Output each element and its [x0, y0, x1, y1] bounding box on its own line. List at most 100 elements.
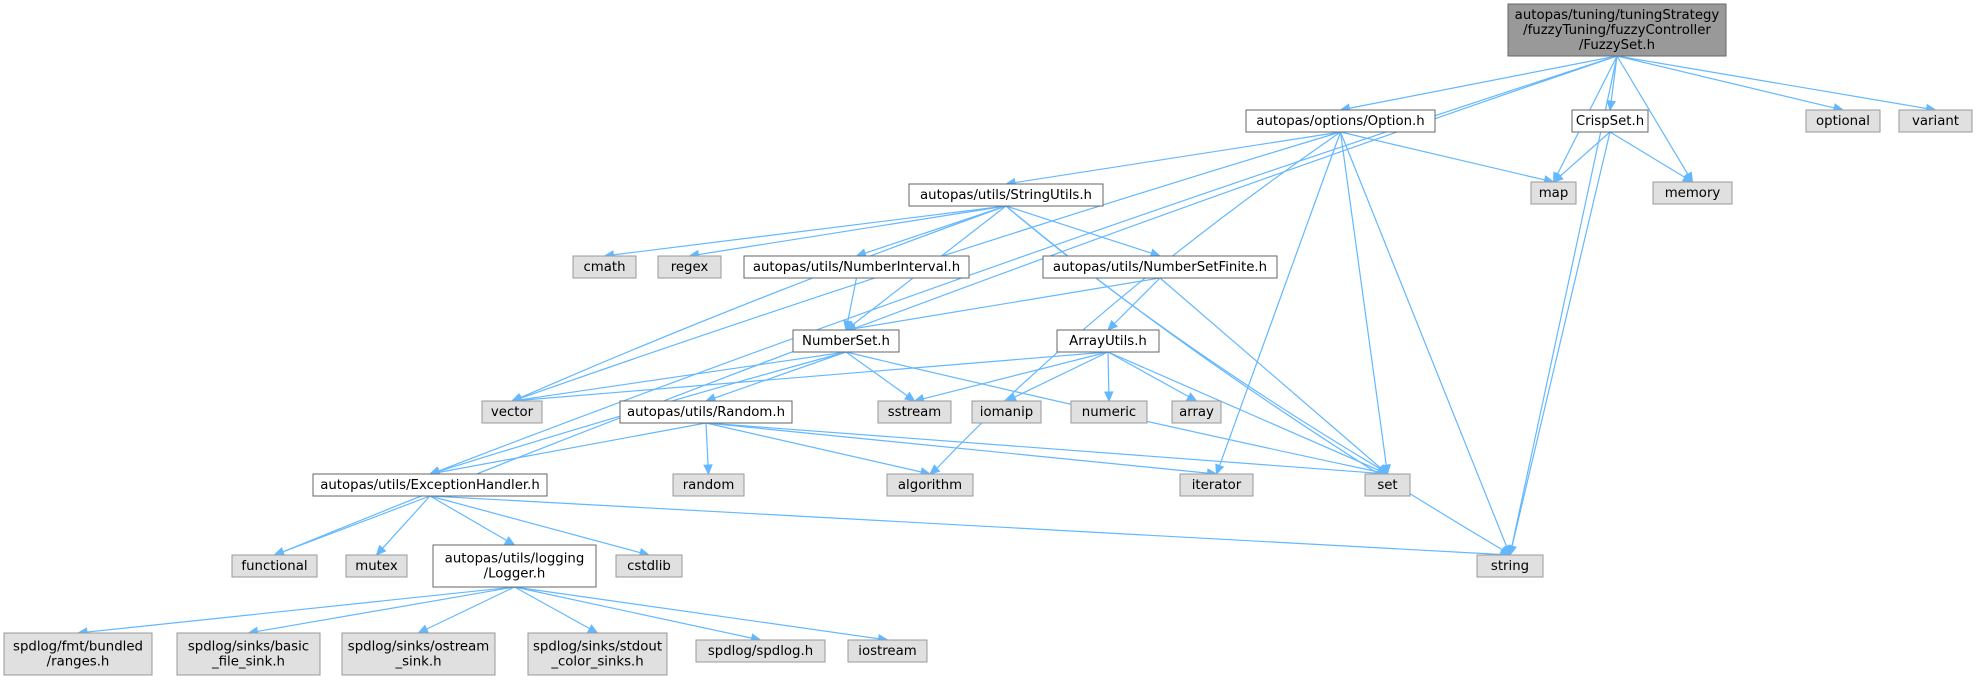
edge-arrow-option-to-iterator [1215, 463, 1225, 476]
edge-line-logger-to-ostreamsink [426, 586, 515, 630]
node-vector: vector [481, 400, 543, 424]
node-crisp[interactable]: CrispSet.h [1571, 109, 1649, 133]
node-label-regex-0: regex [671, 260, 709, 275]
node-box-crisp [1571, 109, 1649, 133]
node-root[interactable]: autopas/tuning/tuningStrategy/fuzzyTunin… [1507, 3, 1727, 57]
node-box-root [1507, 3, 1727, 57]
node-box-iomanip [971, 400, 1042, 424]
node-box-ostreamsink [341, 632, 496, 676]
edge-line-numinterval-to-numberset [847, 277, 858, 322]
edge-arrow-exception-to-logger [503, 536, 516, 546]
node-label-iomanip-0: iomanip [980, 405, 1034, 420]
node-box-logger [432, 544, 597, 588]
edge-arrow-exception-to-functional [273, 547, 286, 557]
node-label-basicfile-0: spdlog/sinks/basic [188, 640, 309, 655]
node-box-option [1245, 109, 1436, 133]
node-map: map [1530, 181, 1577, 205]
edge-line-exception-to-cstdlib [429, 495, 641, 554]
node-mutex: mutex [345, 554, 408, 578]
node-random_h[interactable]: autopas/utils/Random.h [619, 400, 793, 424]
node-label-ostreamsink-1: _sink.h [394, 655, 441, 670]
node-box-iostream [847, 639, 928, 663]
node-label-functional-0: functional [241, 559, 307, 574]
node-optional: optional [1805, 109, 1881, 133]
node-box-fmtranges [3, 632, 153, 676]
edge-arrayutils-to-array [1107, 351, 1198, 402]
node-box-sstream [877, 400, 952, 424]
edge-line-stringutils-to-regex [698, 205, 1007, 256]
edge-arrow-crisp-to-memory [1681, 172, 1694, 183]
edge-line-root-to-option [1349, 55, 1618, 109]
node-memory: memory [1652, 181, 1733, 205]
edge-option-to-map [1340, 131, 1555, 185]
node-label-numeric-0: numeric [1082, 405, 1136, 420]
edge-logger-to-stdoutcolor [514, 586, 599, 634]
node-arrayutils[interactable]: ArrayUtils.h [1056, 329, 1160, 353]
node-numsetfinite[interactable]: autopas/utils/NumberSetFinite.h [1042, 255, 1278, 279]
node-box-iterator [1179, 473, 1254, 497]
node-label-cmath-0: cmath [583, 260, 625, 275]
node-option[interactable]: autopas/options/Option.h [1245, 109, 1436, 133]
edge-arrow-arrayutils-to-array [1185, 392, 1198, 402]
edge-line-option-to-map [1340, 131, 1545, 181]
node-box-optional [1805, 109, 1881, 133]
edge-line-exception-to-string [429, 495, 1502, 556]
edge-crisp-to-map [1552, 131, 1611, 183]
edge-crisp-to-memory [1609, 131, 1694, 183]
edge-line-logger-to-basicfile [257, 586, 515, 633]
node-label-stdoutcolor-0: spdlog/sinks/stdout [533, 640, 662, 655]
edge-arrow-random_h-to-random [703, 464, 713, 476]
edge-random_h-to-set [705, 422, 1389, 479]
edge-arrayutils-to-numeric [1104, 351, 1114, 403]
node-box-basicfile [176, 632, 321, 676]
edge-line-numsetfinite-to-arrayutils [1113, 277, 1161, 325]
node-label-mutex-0: mutex [355, 559, 398, 574]
node-label-root-1: /fuzzyTuning/fuzzyController [1523, 23, 1711, 38]
edge-line-arrayutils-to-vector [520, 351, 1109, 401]
edge-line-option-to-iterator [1219, 131, 1342, 466]
node-box-map [1530, 181, 1577, 205]
edge-arrow-logger-to-stdoutcolor [586, 624, 599, 634]
node-spdlog: spdlog/spdlog.h [695, 639, 826, 663]
edge-exception-to-functional [273, 495, 431, 557]
node-label-map-0: map [1539, 186, 1569, 201]
node-label-numinterval-0: autopas/utils/NumberInterval.h [753, 260, 960, 275]
edge-exception-to-mutex [375, 495, 431, 556]
node-numberset[interactable]: NumberSet.h [792, 329, 900, 353]
node-label-numberset-0: NumberSet.h [802, 334, 890, 349]
node-label-fmtranges-1: /ranges.h [47, 655, 110, 670]
edge-line-root-to-memory [1616, 55, 1689, 175]
node-stdoutcolor: spdlog/sinks/stdout_color_sinks.h [527, 632, 668, 676]
edge-exception-to-logger [429, 495, 516, 546]
node-box-stdoutcolor [527, 632, 668, 676]
node-label-vector-0: vector [491, 405, 534, 420]
node-label-string-0: string [1491, 559, 1529, 574]
edge-line-exception-to-logger [429, 495, 508, 542]
node-label-option-0: autopas/options/Option.h [1256, 114, 1424, 129]
node-ostreamsink: spdlog/sinks/ostream_sink.h [341, 632, 496, 676]
edge-line-logger-to-iostream [514, 586, 879, 640]
node-numinterval[interactable]: autopas/utils/NumberInterval.h [743, 255, 970, 279]
node-box-numinterval [743, 255, 970, 279]
node-label-crisp-0: CrispSet.h [1576, 114, 1644, 129]
edge-arrow-logger-to-ostreamsink [417, 624, 430, 634]
edge-line-numberset-to-sstream [845, 351, 908, 397]
node-logger[interactable]: autopas/utils/logging/Logger.h [432, 544, 597, 588]
node-label-spdlog-0: spdlog/spdlog.h [708, 644, 813, 659]
edge-arrow-option-to-algorithm [929, 464, 941, 475]
edge-line-random_h-to-set [705, 422, 1379, 474]
edge-line-crisp-to-map [1559, 131, 1611, 177]
edge-arrow-crisp-to-map [1552, 172, 1564, 183]
edge-line-option-to-string [1339, 131, 1508, 547]
node-algorithm: algorithm [886, 473, 974, 497]
node-exception[interactable]: autopas/utils/ExceptionHandler.h [312, 473, 548, 497]
edge-line-numberset-to-vector [520, 351, 847, 401]
node-box-variant [1898, 109, 1973, 133]
edge-option-to-set [1339, 131, 1391, 476]
node-variant: variant [1898, 109, 1973, 133]
node-label-set-0: set [1377, 478, 1397, 493]
edge-line-crisp-to-string [1511, 131, 1611, 547]
edge-line-exception-to-functional [282, 495, 431, 553]
edge-arrow-arrayutils-to-numeric [1104, 391, 1114, 403]
node-stringutils[interactable]: autopas/utils/StringUtils.h [908, 183, 1104, 207]
